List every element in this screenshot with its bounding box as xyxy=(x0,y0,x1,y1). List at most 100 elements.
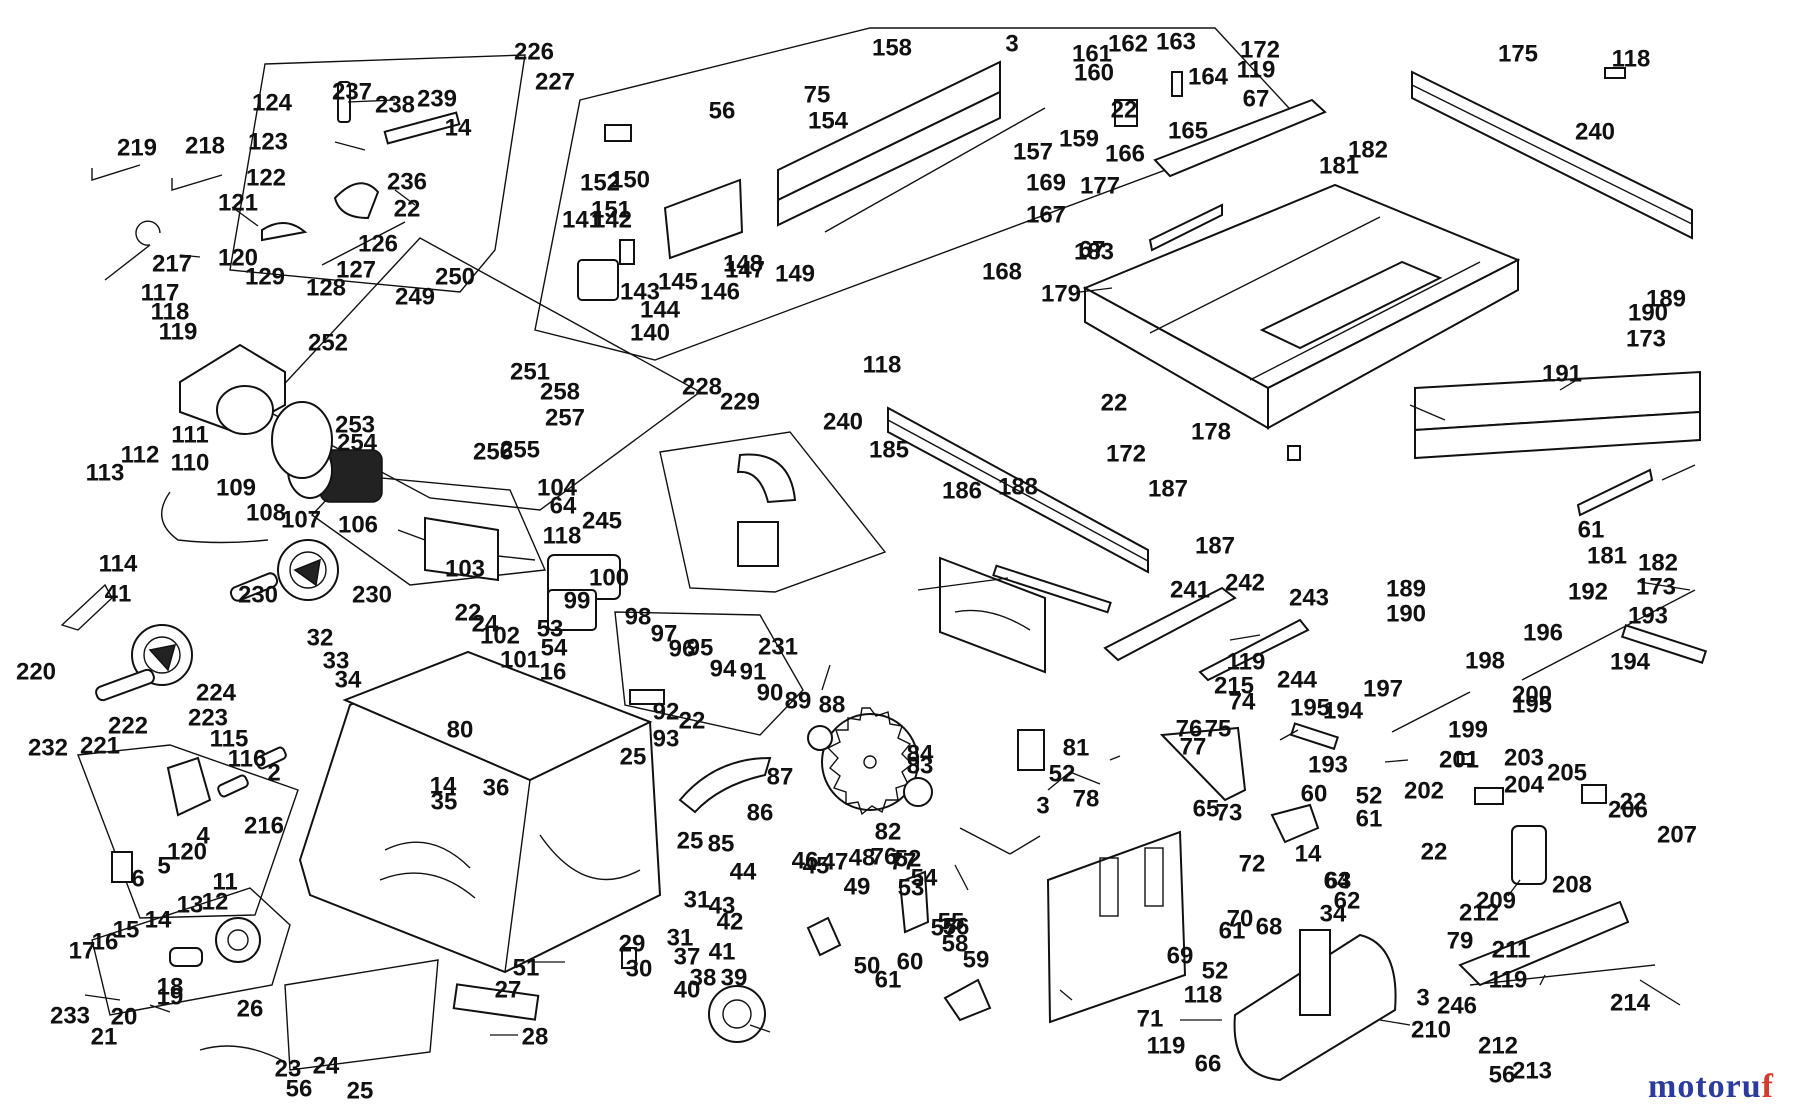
part-number-label: 56 xyxy=(709,98,736,125)
part-number-label: 106 xyxy=(338,512,378,539)
part-number-label: 119 xyxy=(1237,57,1276,84)
part-number-label: 254 xyxy=(337,430,378,457)
part-number-label: 216 xyxy=(244,813,284,840)
part-number-label: 104 xyxy=(537,475,578,502)
part-number-label: 207 xyxy=(1657,822,1697,849)
part-number-label: 217 xyxy=(152,251,192,278)
part-233 xyxy=(169,947,203,967)
part-number-label: 86 xyxy=(747,800,774,827)
part-number-label: 28 xyxy=(522,1024,549,1051)
group-233-outline xyxy=(91,887,291,1016)
group-226-outline xyxy=(229,54,526,293)
part-193 xyxy=(1620,624,1708,664)
part-number-label: 237 xyxy=(332,79,372,106)
part-number-label: 122 xyxy=(246,165,286,192)
group-231-outline xyxy=(614,611,804,736)
part-number-label: 17 xyxy=(69,938,96,965)
part-number-label: 231 xyxy=(758,634,798,661)
part-number-label: 53 xyxy=(537,616,564,643)
part-50 xyxy=(898,870,930,934)
part-number-label: 101 xyxy=(500,647,540,674)
group-23-outline xyxy=(284,959,439,1071)
part-number-label: 97 xyxy=(651,621,678,648)
part-number-label: 26 xyxy=(237,996,264,1023)
part-number-label: 191 xyxy=(1542,361,1582,388)
plate-181b xyxy=(1576,468,1654,517)
part-number-label: 4 xyxy=(196,823,210,850)
part-number-label: 189 xyxy=(1646,286,1686,313)
part-number-label: 34 xyxy=(335,667,362,694)
part-number-label: 56 xyxy=(943,914,970,941)
part-number-label: 148 xyxy=(723,251,763,278)
part-number-label: 193 xyxy=(1308,752,1348,779)
part-162 xyxy=(1171,71,1183,97)
plate-241 xyxy=(1103,586,1237,662)
part-number-label: 250 xyxy=(435,264,475,291)
part-number-label: 245 xyxy=(582,508,622,535)
part-205 xyxy=(1581,784,1607,804)
part-number-label: 185 xyxy=(869,437,909,464)
part-number-label: 205 xyxy=(1547,760,1587,787)
rod-157 xyxy=(824,107,1046,233)
part-number-label: 218 xyxy=(185,133,225,160)
part-number-label: 41 xyxy=(105,581,132,608)
part-number-label: 161 xyxy=(1072,41,1112,68)
part-152 xyxy=(604,124,632,142)
part-number-label: 50 xyxy=(854,953,881,980)
hex-key-218 xyxy=(171,174,223,191)
part-number-label: 141 xyxy=(562,207,602,234)
part-number-label: 47 xyxy=(822,849,849,876)
part-number-label: 46 xyxy=(792,848,819,875)
part-number-label: 187 xyxy=(1195,533,1235,560)
part-number-label: 45 xyxy=(803,853,830,880)
flange-84 xyxy=(903,777,933,807)
part-number-label: 2 xyxy=(267,760,280,787)
part-number-label: 173 xyxy=(1626,326,1666,353)
part-number-label: 152 xyxy=(580,170,620,197)
part-178 xyxy=(1287,445,1301,461)
part-number-label: 201 xyxy=(1439,747,1479,774)
wrench-217 xyxy=(104,220,161,281)
part-number-label: 126 xyxy=(358,231,398,258)
group-229-outline xyxy=(659,431,887,593)
fence-rail-rear xyxy=(1411,70,1693,240)
part-number-label: 85 xyxy=(708,831,735,858)
part-number-label: 29 xyxy=(619,931,646,958)
part-number-label: 236 xyxy=(387,169,427,196)
part-number-label: 60 xyxy=(1301,781,1328,808)
plate-137 xyxy=(737,521,779,567)
crank-rod-51 xyxy=(959,827,1041,855)
part-number-label: 31 xyxy=(684,887,711,914)
part-number-label: 182 xyxy=(1638,550,1678,577)
part-number-label: 51 xyxy=(513,955,540,982)
handwheel-12 xyxy=(215,917,261,963)
part-number-label: 160 xyxy=(1074,60,1114,87)
watermark-text-a: motoru xyxy=(1648,1068,1762,1105)
plate-244 xyxy=(1198,618,1310,682)
part-number-label: 16 xyxy=(92,929,119,956)
part-number-label: 140 xyxy=(630,320,670,347)
part-160 xyxy=(1114,99,1138,127)
switch-6 xyxy=(111,851,133,883)
part-number-label: 123 xyxy=(248,129,288,156)
part-193b xyxy=(1289,722,1339,751)
part-number-label: 25 xyxy=(677,828,704,855)
fence-rail-front xyxy=(887,406,1149,574)
group-232-outline xyxy=(77,744,299,919)
part-number-label: 33 xyxy=(323,648,350,675)
part-number-label: 222 xyxy=(108,713,148,740)
part-number-label: 40 xyxy=(674,977,701,1004)
part-number-label: 22 xyxy=(1620,789,1647,816)
part-number-label: 172 xyxy=(1240,37,1280,64)
part-number-label: 61 xyxy=(1578,517,1605,544)
part-number-label: 88 xyxy=(819,692,846,719)
part-number-label: 178 xyxy=(1191,419,1231,446)
part-number-label: 128 xyxy=(306,275,346,302)
part-number-label: 253 xyxy=(335,412,375,439)
part-number-label: 52 xyxy=(895,846,922,873)
part-number-label: 150 xyxy=(610,167,650,194)
part-number-label: 189 xyxy=(1386,576,1426,603)
flange-87 xyxy=(807,725,833,751)
part-number-label: 31 xyxy=(667,925,694,952)
part-number-label: 214 xyxy=(1610,990,1651,1017)
